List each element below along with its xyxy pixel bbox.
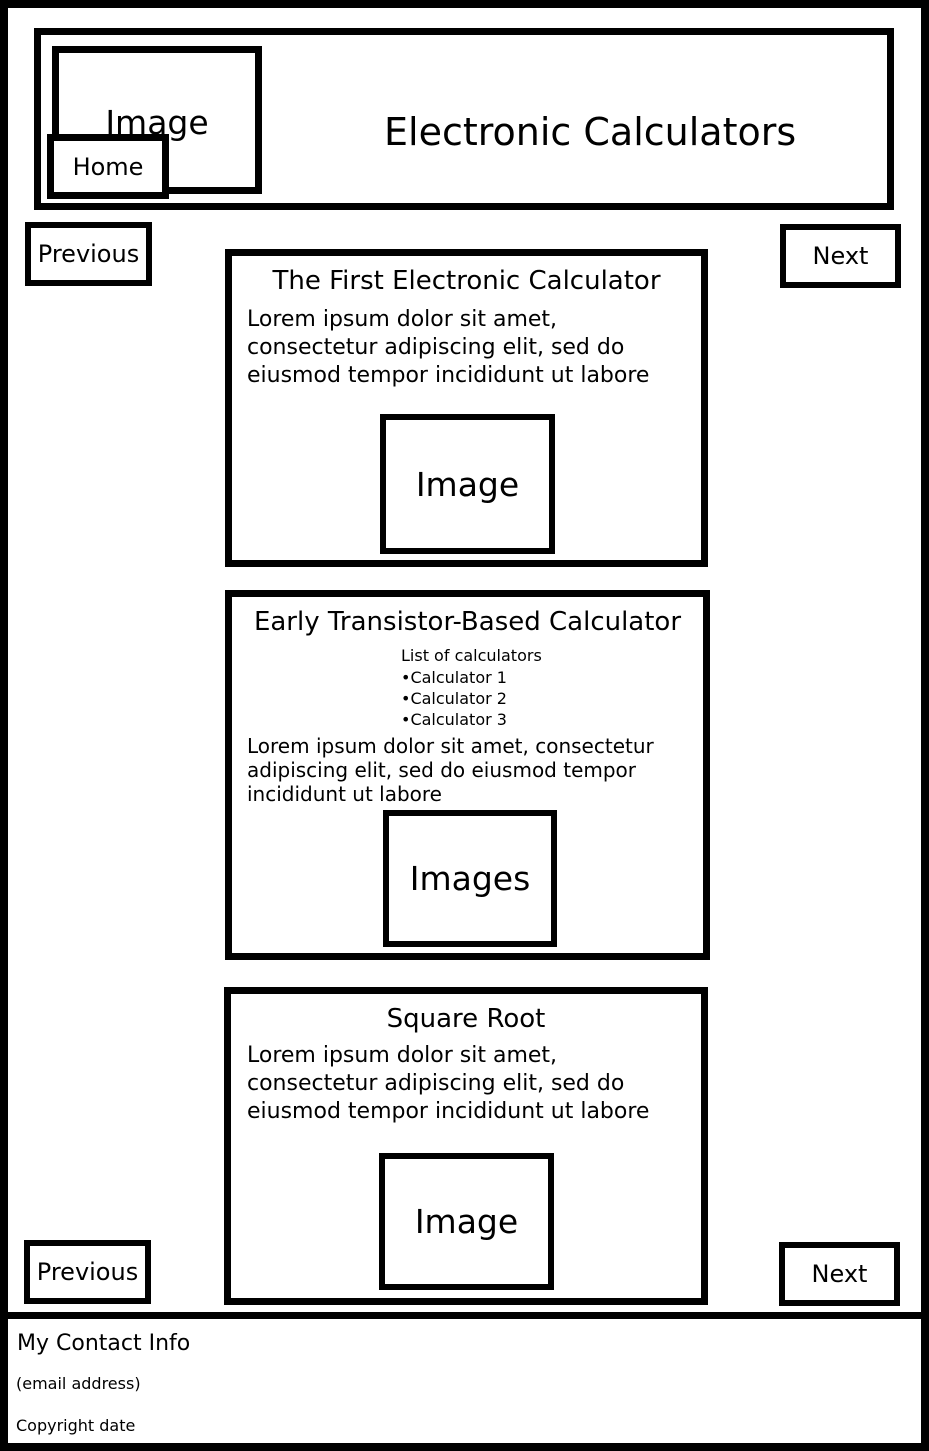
contact-heading: My Contact Info bbox=[17, 1331, 191, 1356]
image-label: Image bbox=[415, 464, 520, 504]
email-address: (email address) bbox=[16, 1374, 141, 1393]
section-title: Square Root bbox=[386, 1004, 546, 1034]
section-square-root: Square Root Lorem ipsum dolor sit amet, … bbox=[224, 987, 708, 1305]
previous-button-label: Previous bbox=[36, 1258, 139, 1286]
section-body: Lorem ipsum dolor sit amet, consectetur … bbox=[247, 307, 650, 388]
section-early-transistor-calculator: Early Transistor-Based Calculator List o… bbox=[225, 590, 710, 960]
section-body: Lorem ipsum dolor sit amet, consectetur … bbox=[247, 734, 654, 806]
previous-button-label: Previous bbox=[37, 240, 140, 268]
next-button-label: Next bbox=[811, 1260, 868, 1288]
section-title: The First Electronic Calculator bbox=[272, 266, 661, 296]
list-heading: List of calculators bbox=[401, 646, 542, 665]
previous-button-top[interactable]: Previous bbox=[25, 222, 152, 286]
next-button-label: Next bbox=[812, 242, 869, 270]
copyright: Copyright date bbox=[16, 1416, 136, 1435]
home-button-label: Home bbox=[72, 152, 144, 181]
next-button-top[interactable]: Next bbox=[780, 224, 901, 288]
list-item: Calculator 1 bbox=[401, 667, 507, 688]
home-button[interactable]: Home bbox=[47, 134, 169, 199]
section-image-placeholder: Image bbox=[380, 414, 555, 554]
section-image-placeholder: Images bbox=[383, 810, 557, 947]
image-label: Images bbox=[409, 859, 531, 898]
footer: My Contact Info (email address) Copyrigh… bbox=[4, 1312, 925, 1447]
list-item: Calculator 2 bbox=[401, 688, 507, 709]
image-label: Image bbox=[414, 1202, 519, 1241]
next-button-bottom[interactable]: Next bbox=[779, 1242, 900, 1306]
section-title: Early Transistor-Based Calculator bbox=[253, 607, 682, 637]
section-first-electronic-calculator: The First Electronic Calculator Lorem ip… bbox=[225, 249, 708, 567]
list-item: Calculator 3 bbox=[401, 709, 507, 730]
section-image-placeholder: Image bbox=[379, 1153, 554, 1290]
previous-button-bottom[interactable]: Previous bbox=[24, 1240, 151, 1304]
page-title: Electronic Calculators bbox=[384, 110, 797, 154]
section-body: Lorem ipsum dolor sit amet, consectetur … bbox=[247, 1043, 650, 1124]
calculator-list: Calculator 1 Calculator 2 Calculator 3 bbox=[401, 667, 507, 730]
